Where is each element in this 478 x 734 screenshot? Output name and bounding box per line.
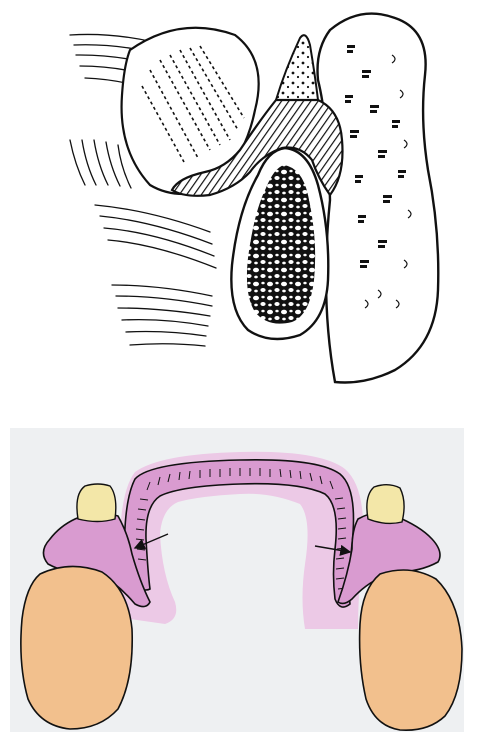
line-drawing [0,0,478,400]
left-bone [21,566,132,729]
color-schematic [0,424,478,734]
left-tooth [77,484,116,522]
right-tooth [367,485,404,524]
right-bone [360,570,462,730]
stippled-crest [276,35,318,100]
top-line-drawing-panel [0,0,478,400]
jaw-bone [318,14,439,383]
bottom-color-schematic-panel [0,424,478,734]
